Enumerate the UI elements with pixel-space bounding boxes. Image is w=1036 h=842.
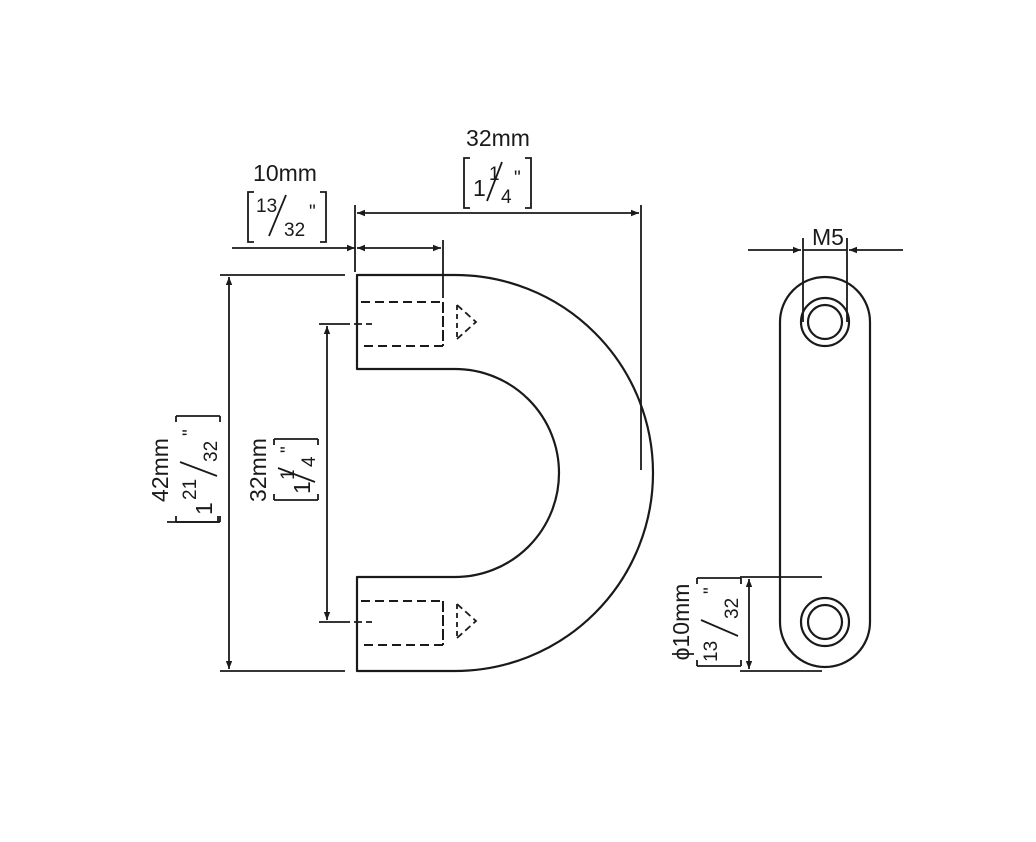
leg-length-mm-label: 10mm [253,160,317,186]
svg-text:4: 4 [501,187,512,208]
svg-text:4: 4 [299,456,320,467]
top-hole-outer [799,296,851,348]
svg-text:42mm: 42mm [147,438,173,502]
svg-text:32: 32 [201,441,222,462]
overall-height-label: 42mm 1 21 32 " [147,415,222,523]
dimension-hole-spacing: 32mm 1 1 4 " [245,323,342,623]
bottom-threaded-hole [342,600,478,646]
top-width-mm-label: 32mm [466,125,530,151]
svg-text:": " [701,587,722,594]
bottom-hole-inner [806,603,844,641]
svg-text:": " [309,202,316,223]
svg-text:ϕ10mm: ϕ10mm [668,584,694,661]
svg-text:1: 1 [278,469,299,480]
dimension-thread: M5 [748,224,903,322]
svg-text:32: 32 [722,598,743,619]
thread-label: M5 [812,224,844,250]
diameter-label: ϕ10mm 13 32 " [668,577,743,667]
svg-text:": " [514,168,521,189]
svg-text:1: 1 [473,175,486,201]
handle-outline [355,273,655,673]
handle-side-view [778,275,872,669]
svg-text:13: 13 [256,196,277,217]
side-outline [778,275,872,669]
dimension-leg-length: 10mm 13 32 " [232,160,444,298]
svg-text:21: 21 [180,479,201,500]
svg-text:1: 1 [489,164,500,185]
svg-text:13: 13 [701,641,722,662]
dimension-diameter: ϕ10mm 13 32 " [668,576,822,672]
svg-text:32: 32 [284,220,305,241]
leg-length-inch-label: 13 32 " [247,191,327,243]
dimension-overall-height: 42mm 1 21 32 " [147,274,345,672]
svg-text:1: 1 [191,502,217,515]
svg-text:1: 1 [289,481,315,494]
bottom-hole-outer [799,596,851,648]
svg-text:": " [180,429,201,436]
dimension-top-width: 32mm 1 1 4 " [354,125,642,470]
handle-front-view [342,273,655,673]
top-threaded-hole [342,301,478,347]
top-width-inch-label: 1 1 4 " [463,157,532,209]
svg-text:32mm: 32mm [245,438,271,502]
svg-text:": " [278,446,299,453]
top-hole-inner [806,303,844,341]
hole-spacing-label: 32mm 1 1 4 " [245,438,320,502]
